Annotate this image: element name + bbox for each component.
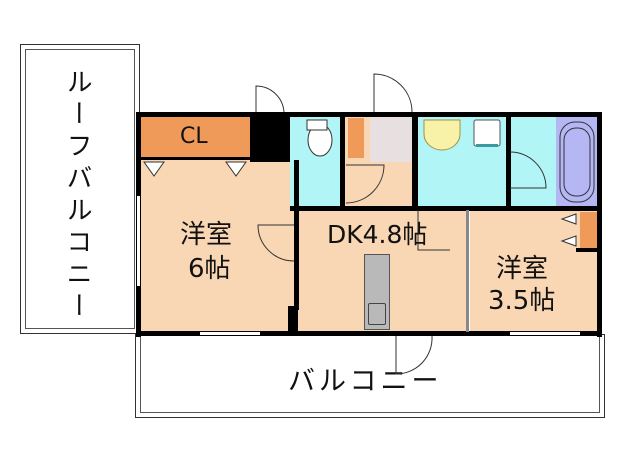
closet-2 <box>580 212 598 248</box>
balcony-label: バルコニー <box>288 366 443 397</box>
bathroom <box>510 116 556 208</box>
sink-icon <box>368 303 386 325</box>
balcony <box>135 334 605 418</box>
bathtub-area <box>556 116 598 208</box>
roof-balcony <box>20 44 140 334</box>
dining-kitchen-label: DK4.8帖 <box>327 220 428 249</box>
roof-balcony-label: ルーフバルコニー <box>62 68 92 324</box>
western-room-2-label: 洋室 <box>496 254 549 284</box>
western-room-1-size: 6帖 <box>188 254 231 284</box>
closet <box>140 116 250 160</box>
shoe-cabinet <box>348 118 364 158</box>
western-room-2-size: 3.5帖 <box>488 286 556 316</box>
closet-label: CL <box>180 124 208 149</box>
kitchen-counter <box>364 254 390 330</box>
western-room-2 <box>470 210 598 332</box>
western-room-1-label: 洋室 <box>180 220 233 250</box>
entrance-tile <box>370 116 412 162</box>
western-room-1 <box>140 160 297 332</box>
